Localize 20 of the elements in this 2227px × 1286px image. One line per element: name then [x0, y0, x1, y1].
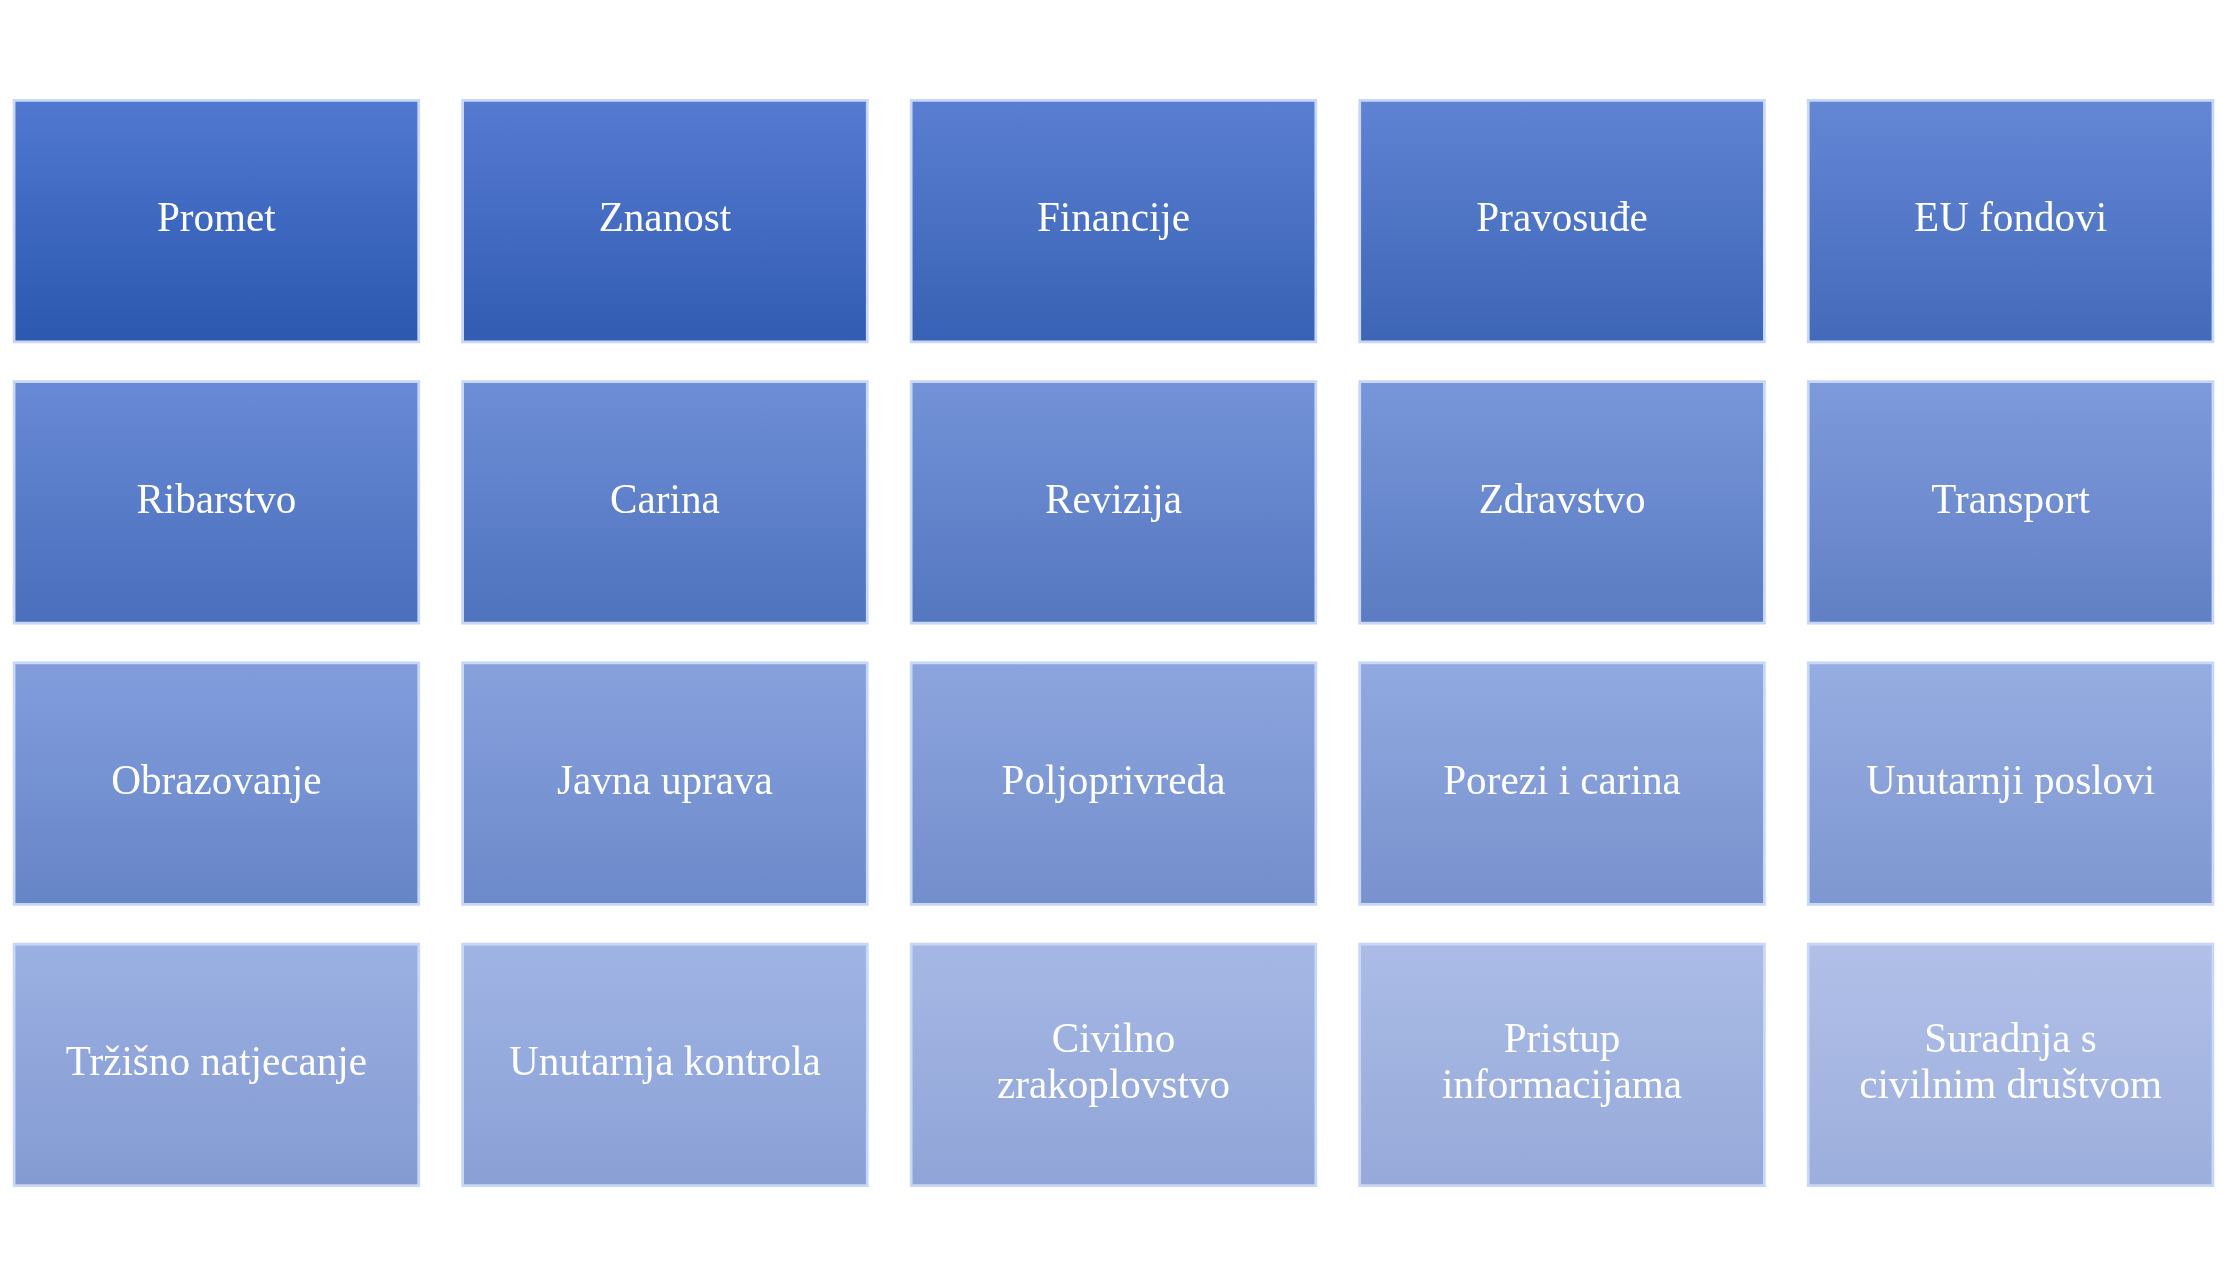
node-box: Pristup informacijama [1358, 942, 1766, 1187]
node-box: Financije [909, 99, 1318, 344]
node-box: Unutarnji poslovi [1806, 661, 2215, 906]
node-box: Zdravstvo [1358, 380, 1766, 625]
node-box: Javna uprava [461, 661, 869, 906]
node-box: Revizija [909, 380, 1318, 625]
node-box: Promet [12, 99, 421, 344]
node-box: Suradnja s civilnim društvom [1806, 942, 2215, 1187]
node-box: Civilno zrakoplovstvo [909, 942, 1318, 1187]
node-box: Porezi i carina [1358, 661, 1766, 906]
node-box: Unutarnja kontrola [461, 942, 869, 1187]
node-box: Poljoprivreda [909, 661, 1318, 906]
node-box: Obrazovanje [12, 661, 421, 906]
node-box: Pravosuđe [1358, 99, 1766, 344]
node-box: Carina [461, 380, 869, 625]
node-box: Transport [1806, 380, 2215, 625]
node-box: Znanost [461, 99, 869, 344]
node-box: Tržišno natjecanje [12, 942, 421, 1187]
node-box: Ribarstvo [12, 380, 421, 625]
node-box: EU fondovi [1806, 99, 2215, 344]
